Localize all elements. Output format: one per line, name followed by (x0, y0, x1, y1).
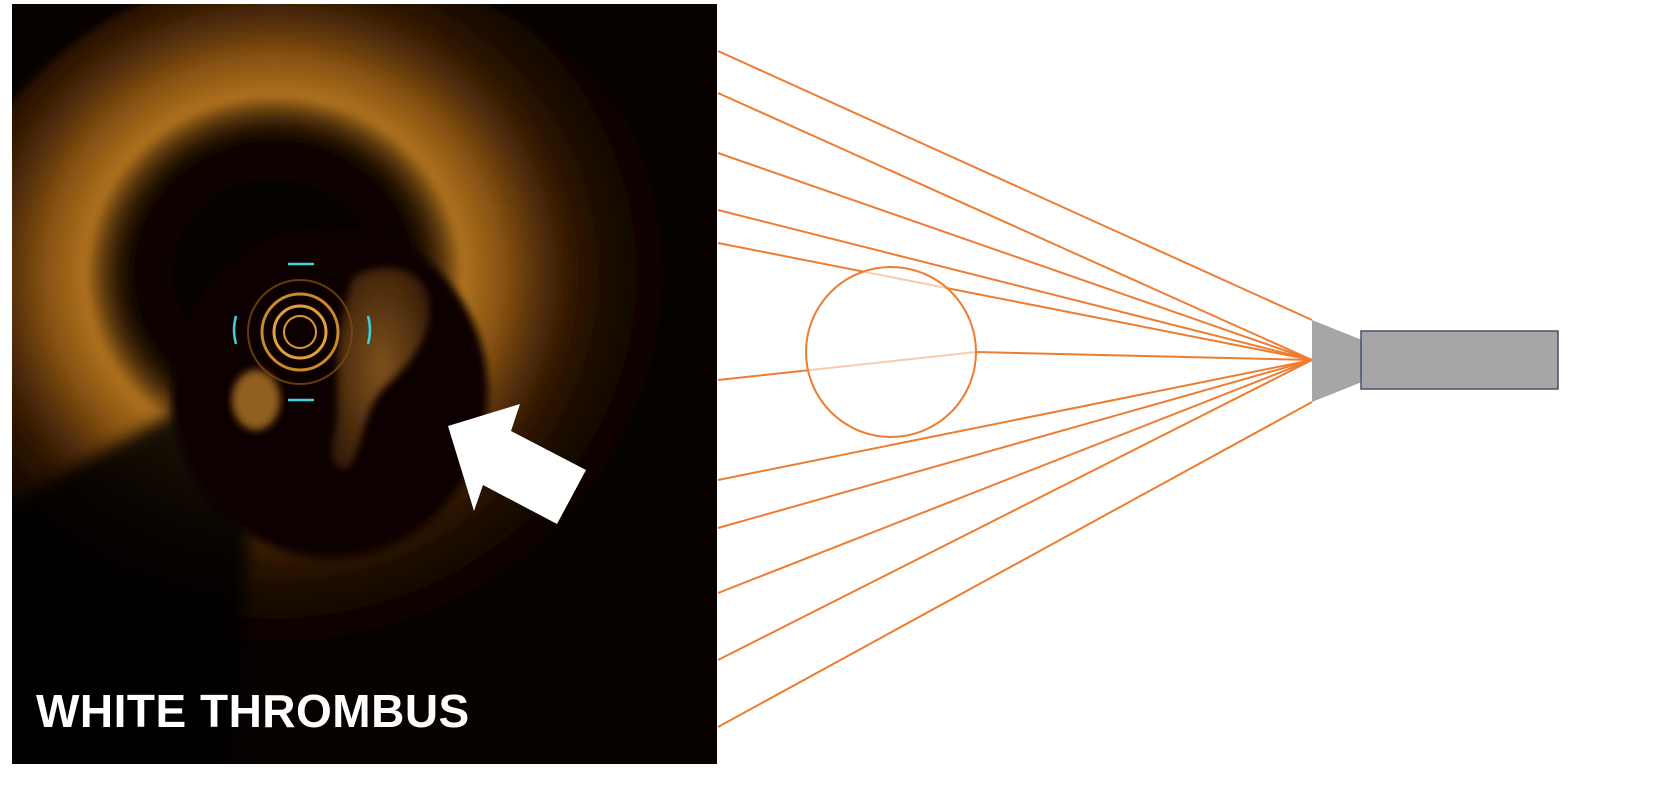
thrombus-mass (332, 268, 430, 469)
beam-line (717, 359, 1313, 481)
marker-right (366, 315, 372, 345)
catheter-core-ring (283, 315, 317, 349)
beam-line (975, 351, 1313, 361)
beam-lines (717, 50, 1313, 728)
beam-line (717, 242, 1313, 361)
beam-line (717, 152, 1313, 361)
catheter-probe-icon (1360, 330, 1559, 390)
oct-cross-section (12, 4, 692, 764)
target-circle (805, 266, 977, 438)
oct-image-panel: WHITE THROMBUS (12, 4, 717, 764)
beam-line (717, 92, 1313, 361)
beam-line (717, 359, 1313, 529)
catheter-inner-ring (272, 304, 328, 360)
beam-line (717, 401, 1313, 728)
catheter-outer-ring (247, 279, 353, 385)
marker-left (232, 315, 238, 345)
beam-line (717, 209, 1313, 361)
bright-protrusion (232, 370, 280, 430)
beam-line (717, 359, 1313, 661)
catheter-ring (260, 292, 340, 372)
white-arrow-icon (448, 404, 586, 524)
beam-line (717, 50, 1313, 321)
image-label: WHITE THROMBUS (36, 685, 470, 737)
catheter-probe-tip (1312, 320, 1362, 402)
beam-line (717, 359, 1313, 594)
